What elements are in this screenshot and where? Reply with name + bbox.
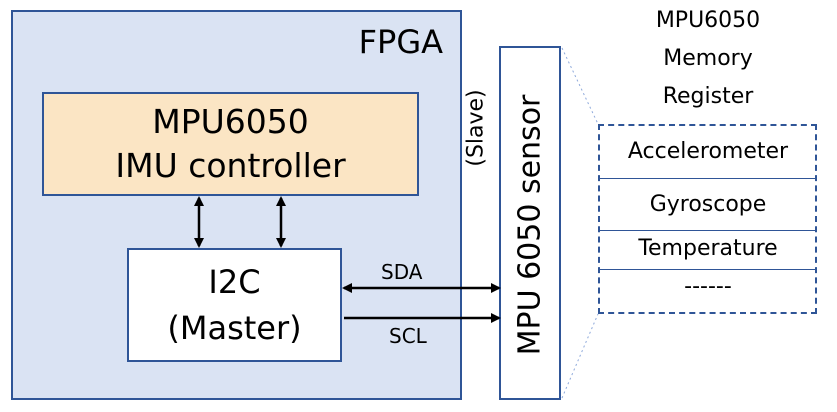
register-row-temperature: Temperature: [638, 236, 778, 261]
memory-title-line1: MPU6050: [655, 8, 761, 33]
memory-register-box: [598, 124, 817, 314]
sda-label: SDA: [381, 260, 423, 284]
register-divider: [600, 178, 815, 179]
memory-title-line2: Memory: [663, 46, 753, 71]
register-divider: [600, 230, 815, 231]
scl-label: SCL: [389, 324, 427, 348]
controller-label-line1: MPU6050: [152, 102, 309, 141]
i2c-label-line1: I2C: [208, 263, 261, 301]
fpga-label: FPGA: [358, 23, 443, 61]
register-divider: [600, 269, 815, 270]
i2c-master-block: I2C (Master): [127, 248, 342, 362]
mpu6050-sensor-block: [499, 46, 561, 400]
controller-label-line2: IMU controller: [115, 146, 346, 185]
register-row-more: ------: [684, 274, 732, 299]
memory-title-line3: Register: [662, 84, 754, 109]
imu-controller-block: MPU6050 IMU controller: [42, 92, 419, 196]
i2c-label-line2: (Master): [167, 309, 302, 347]
callout-line-bottom: [561, 313, 599, 399]
register-row-gyroscope: Gyroscope: [649, 192, 767, 217]
callout-line-top: [561, 47, 599, 125]
register-row-accelerometer: Accelerometer: [627, 139, 789, 164]
